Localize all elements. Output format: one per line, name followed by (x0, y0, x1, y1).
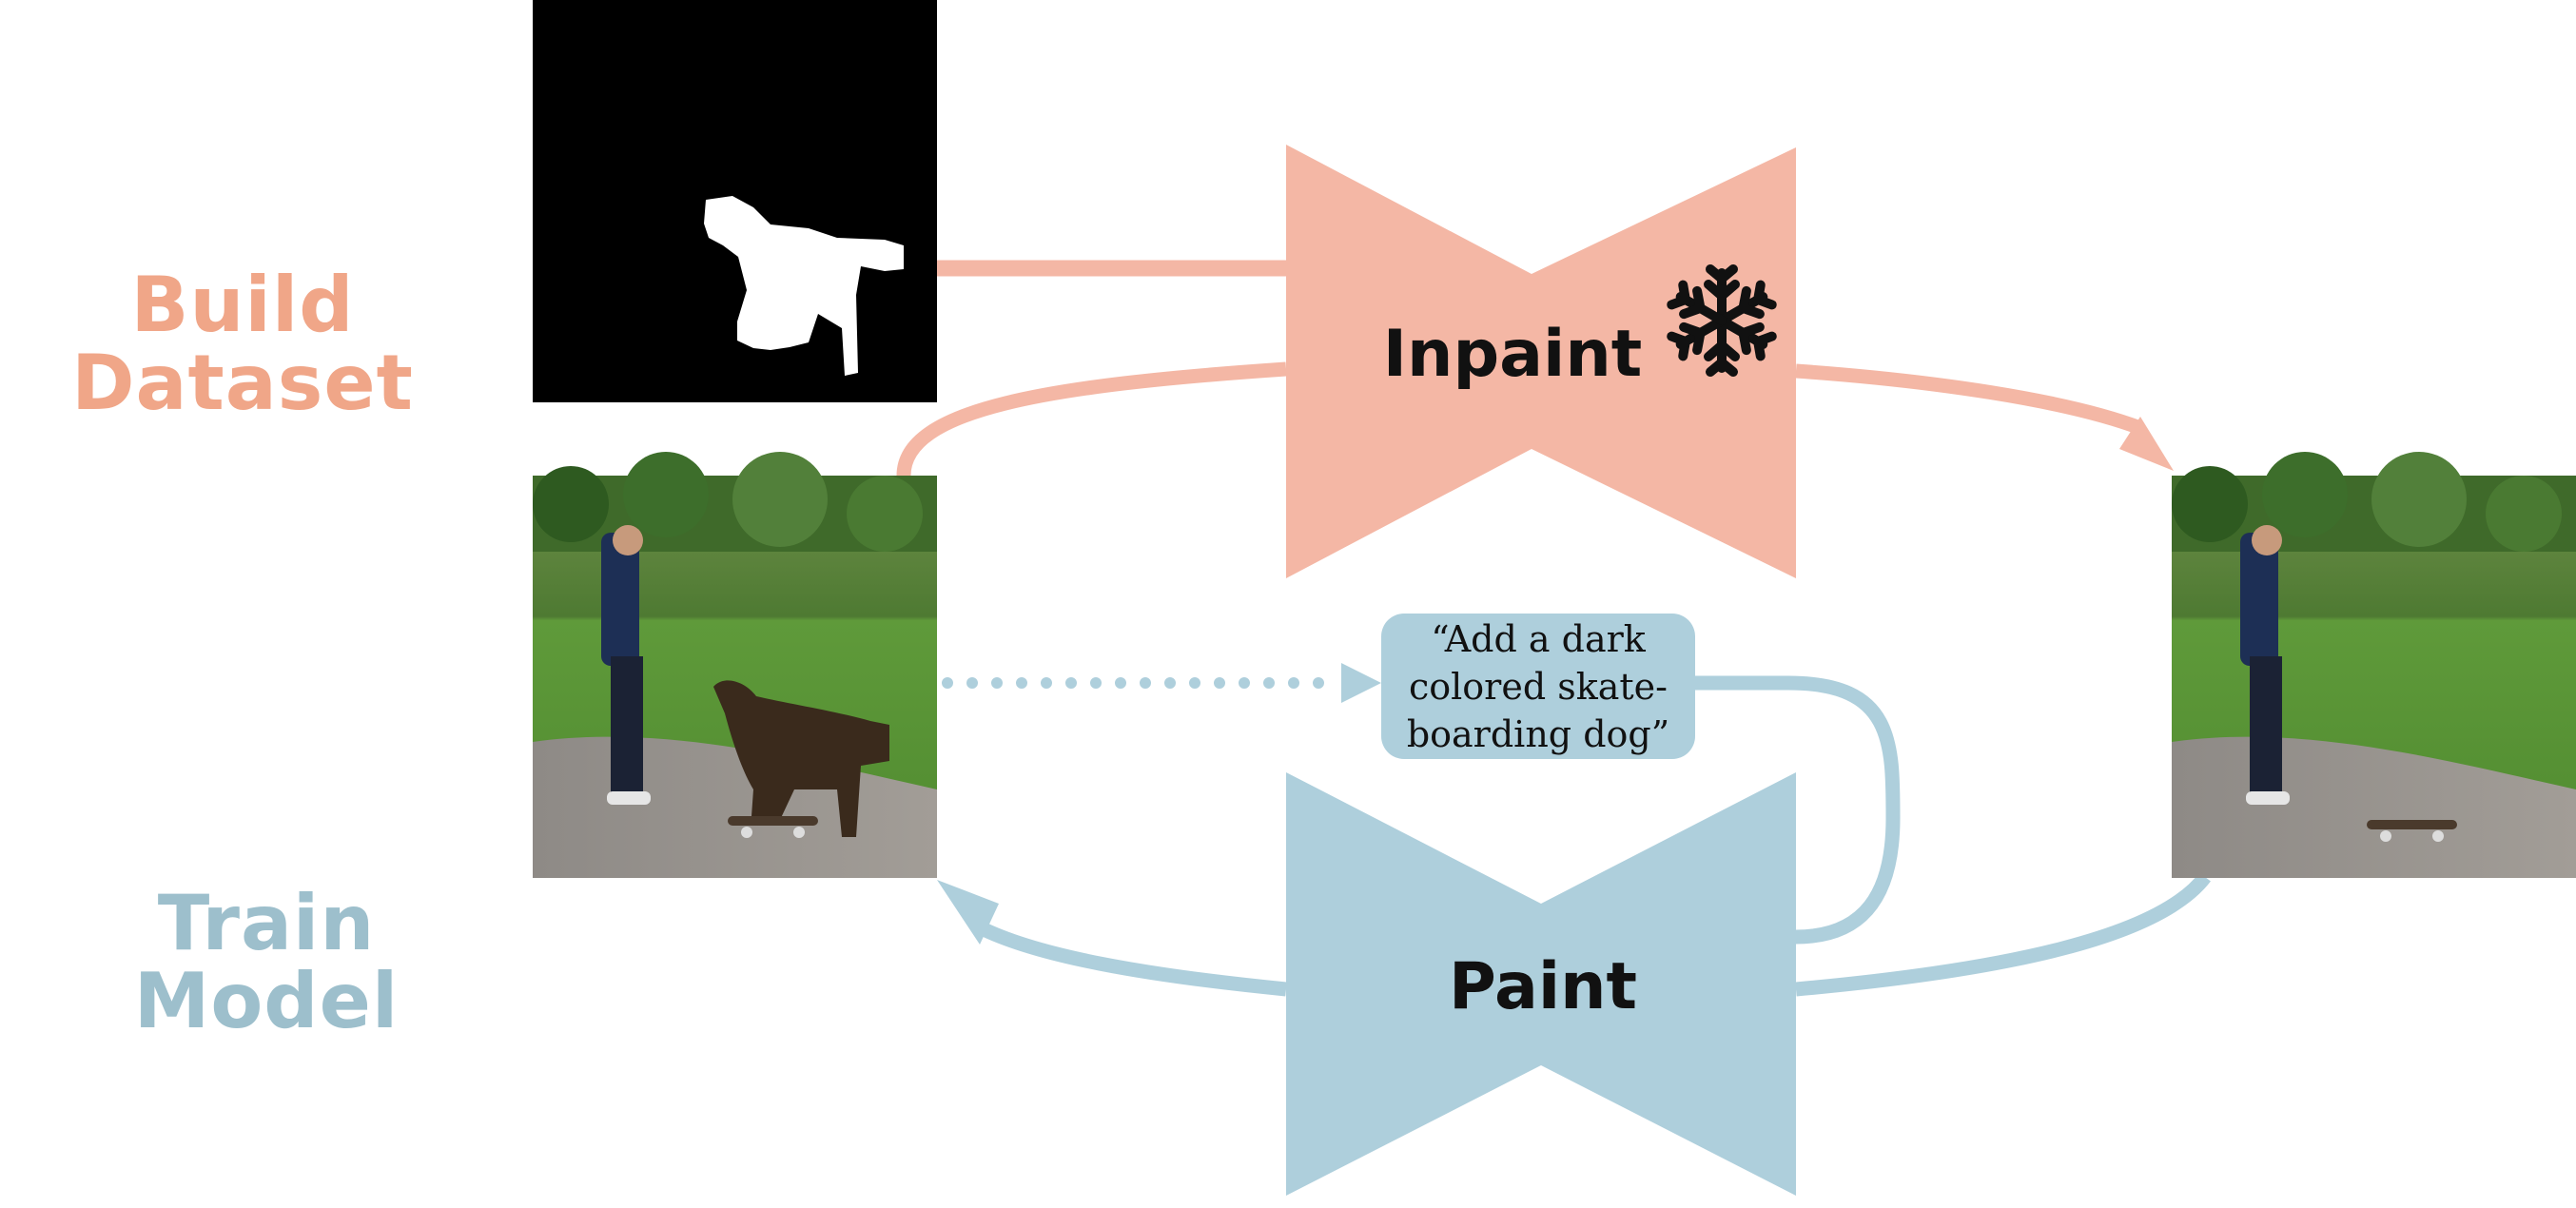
mask-image (533, 0, 937, 402)
prompt-line-3: boarding dog” (1406, 712, 1670, 755)
prompt-line-2: colored skate- (1408, 665, 1669, 708)
inpaint-output-arrowhead (2119, 417, 2174, 471)
train-model-label: Train Model (114, 885, 419, 1041)
source-image (533, 452, 937, 878)
output-to-paint-curve (1795, 872, 2211, 997)
inpaint-label: Inpaint (1383, 317, 1643, 392)
dotted-prompt-arrow (942, 663, 1381, 703)
mask-dog-silhouette (704, 196, 904, 376)
image-to-inpaint-curve (896, 361, 1287, 477)
paint-to-image-curve (976, 921, 1287, 997)
inpaint-bowtie-shape (1286, 145, 1796, 578)
train-label-line-2: Model (133, 957, 400, 1045)
inpaint-to-output-curve (1795, 363, 2143, 436)
paint-label: Paint (1449, 949, 1637, 1024)
prompt-to-paint-curve (1695, 675, 1901, 945)
train-label-line-1: Train (157, 879, 376, 967)
snowflake-icon (1670, 264, 1773, 372)
paint-output-arrowhead (937, 880, 999, 945)
build-dataset-label: Build Dataset (57, 266, 428, 422)
inpaint-model (1286, 145, 1796, 578)
prompt-caption-box: “Add a dark colored skate- boarding dog” (1381, 614, 1695, 759)
build-label-line-2: Dataset (71, 339, 414, 427)
train-connectors (937, 663, 2211, 997)
prompt-line-1: “Add a dark (1431, 617, 1646, 660)
paint-bowtie-shape (1286, 772, 1796, 1196)
build-label-line-1: Build (130, 261, 355, 349)
paint-model (1286, 772, 1796, 1196)
build-connectors (896, 260, 2174, 477)
output-image (2172, 452, 2576, 878)
